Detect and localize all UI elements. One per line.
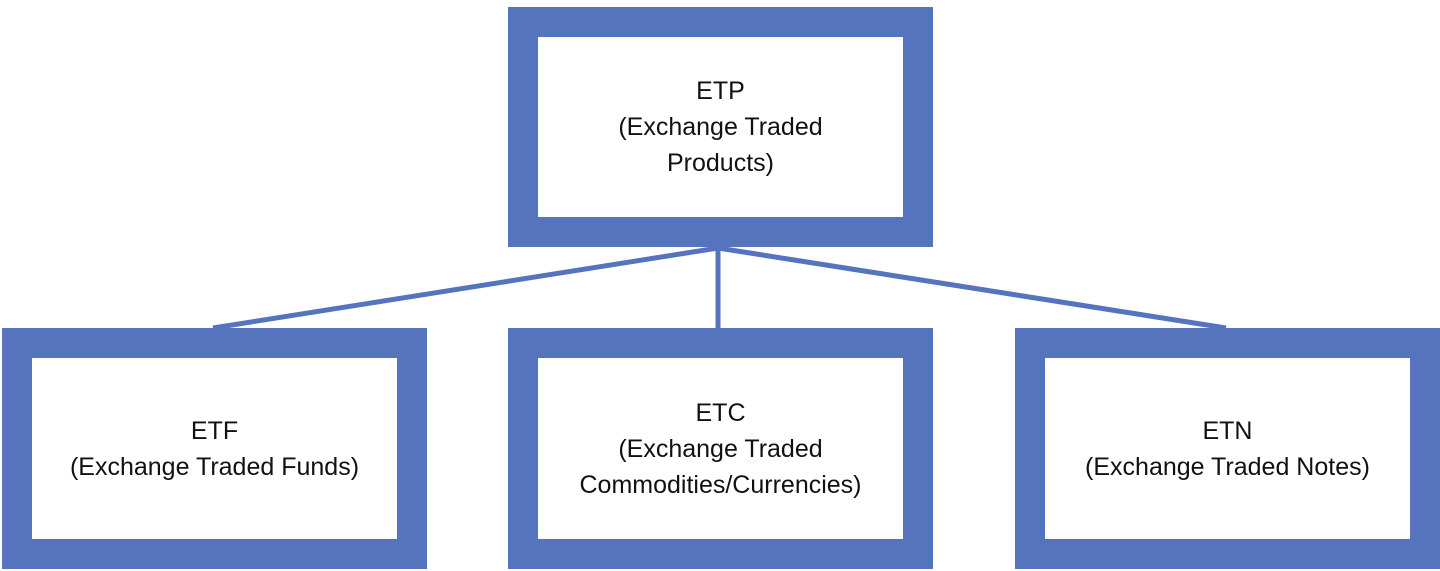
etf-box: ETF (Exchange Traded Funds) bbox=[2, 328, 427, 569]
etf-description-line-1: (Exchange Traded Funds) bbox=[69, 452, 360, 481]
etn-description-line-1: (Exchange Traded Notes) bbox=[1085, 452, 1370, 481]
etc-abbr: ETC bbox=[695, 398, 746, 427]
etp-box: ETP (Exchange Traded Products) bbox=[508, 7, 933, 247]
etp-abbr: ETP bbox=[696, 77, 745, 105]
connector-etp-etn bbox=[717, 245, 1227, 331]
etn-label: ETN (Exchange Traded Notes) bbox=[1085, 413, 1370, 485]
etf-abbr: ETF bbox=[190, 416, 239, 445]
etc-label: ETC (Exchange Traded Commodities/Currenc… bbox=[579, 395, 861, 503]
etc-box: ETC (Exchange Traded Commodities/Currenc… bbox=[508, 328, 933, 569]
etp-label: ETP (Exchange Traded Products) bbox=[618, 73, 822, 181]
etc-description-line-1: (Exchange Traded bbox=[618, 434, 823, 463]
etn-abbr: ETN bbox=[1202, 416, 1253, 445]
etc-description-line-2: Commodities/Currencies) bbox=[579, 470, 862, 499]
etf-label: ETF (Exchange Traded Funds) bbox=[70, 413, 359, 485]
etp-description-line-1: (Exchange Traded bbox=[618, 113, 823, 141]
etn-box: ETN (Exchange Traded Notes) bbox=[1015, 328, 1440, 569]
etp-description-line-2: Products) bbox=[667, 149, 774, 177]
connector-etp-etf bbox=[212, 245, 719, 331]
